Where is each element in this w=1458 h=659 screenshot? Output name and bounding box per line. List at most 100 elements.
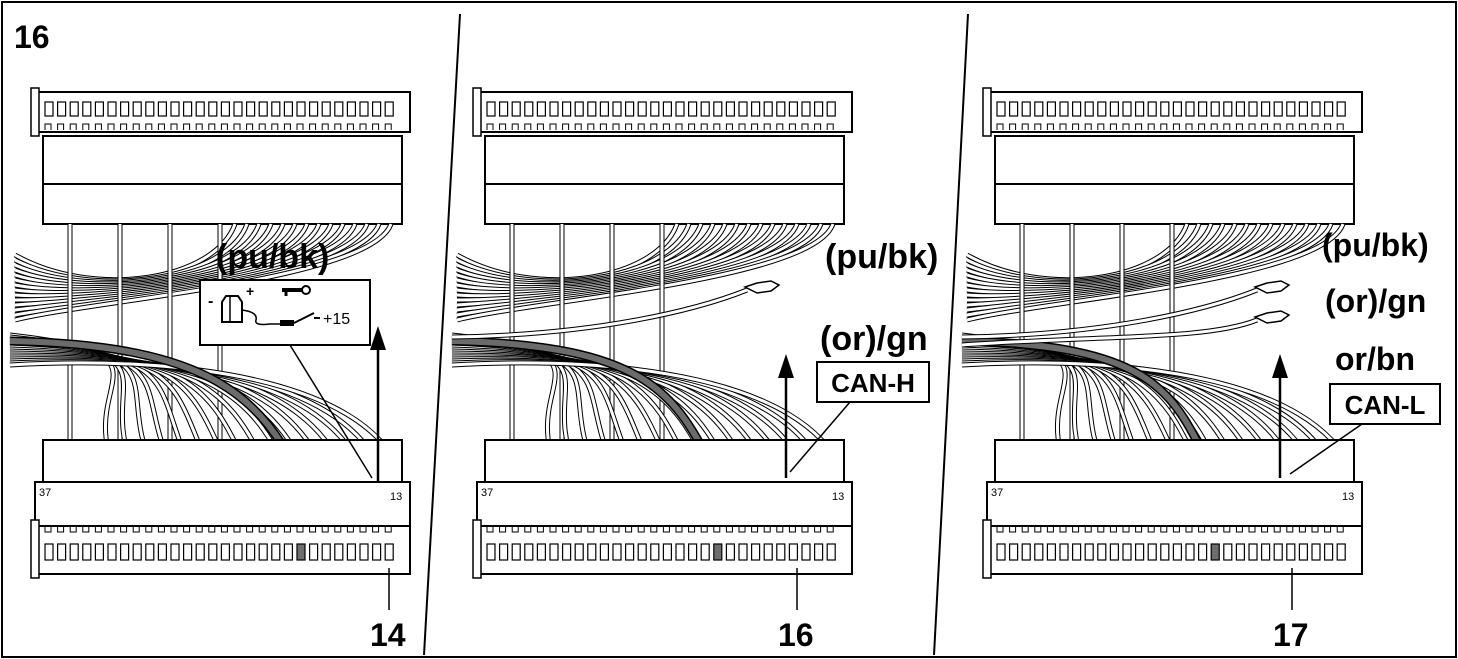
pin-slot [334, 101, 344, 117]
wire-core [451, 361, 844, 471]
pin-tab [384, 123, 392, 130]
pin-tab [246, 123, 254, 130]
pin-slot [574, 101, 584, 117]
pin-slot [1323, 101, 1334, 117]
terminal-crimp [1253, 280, 1291, 294]
pin-slot [44, 101, 54, 117]
connector-base [994, 183, 1355, 225]
pin-slot [372, 101, 382, 117]
pin-slot [69, 101, 79, 117]
pin-slot [271, 101, 281, 117]
pin-tab [536, 123, 544, 130]
pin-tab [763, 123, 771, 130]
pin-slot [1273, 101, 1283, 117]
pin-tab [1185, 526, 1193, 533]
pin-slot [499, 101, 509, 117]
pin-tab [725, 526, 733, 533]
pin-tab [346, 526, 354, 533]
pin-tab [1097, 526, 1105, 533]
pin-slot [801, 543, 811, 561]
pin-slot [725, 101, 736, 117]
pin-slot [157, 543, 167, 561]
pin-tab [713, 123, 721, 130]
pin-slot [713, 101, 723, 117]
pin-slot [195, 101, 205, 117]
wire-label-pu-bk: (pu/bk) [1322, 227, 1429, 263]
panel-annotations: (pu/bk) (or)/gn or/bn CAN-L 17 [1272, 227, 1441, 653]
pin-range-start: 37 [991, 487, 1003, 499]
pin-tab [132, 526, 140, 533]
pin-slot [524, 543, 534, 561]
pin-tab [599, 123, 607, 130]
pin-slot [119, 543, 130, 561]
pin-slot [1172, 543, 1183, 561]
connector-body [42, 135, 403, 185]
pin-tab [675, 526, 683, 533]
pin-tab [562, 123, 570, 130]
pin-tab [195, 123, 203, 130]
pin-tab [725, 123, 733, 130]
wire-core [456, 223, 835, 322]
pin-slot [1197, 543, 1208, 561]
pin-tab [1248, 526, 1256, 533]
pin-slot [1260, 543, 1271, 561]
pin-slot [788, 101, 799, 117]
terminal-crimp [743, 280, 781, 294]
pin-slot [561, 543, 572, 561]
pin-slot [1336, 543, 1346, 561]
housing-latch [30, 87, 40, 137]
wire-label-pu-bk: (pu/bk) [825, 238, 938, 276]
pin-slot [107, 101, 117, 117]
pin-tab [44, 123, 52, 130]
can-h-box [816, 361, 930, 403]
pin-tab [688, 123, 696, 130]
svg-text:-: - [208, 293, 213, 310]
pin-tab [1172, 526, 1180, 533]
pin-tab [1311, 526, 1319, 533]
housing-latch [30, 519, 40, 579]
pin-tab [1298, 123, 1306, 130]
pin-slot [1147, 543, 1157, 561]
pin-tab [801, 526, 809, 533]
pin-tab [372, 526, 380, 533]
pin-tab [309, 526, 317, 533]
pin-tab [233, 526, 241, 533]
pin-tab [170, 123, 178, 130]
pin-tab [195, 526, 203, 533]
pin-slot [309, 101, 319, 117]
pin-tab [220, 123, 228, 130]
pin-tab [1248, 123, 1256, 130]
wire-label-or-gn: (or)/gn [820, 320, 928, 358]
pin-slot [587, 543, 597, 561]
pin-slot [1021, 543, 1031, 561]
pin-tab [1198, 123, 1206, 130]
wire-core [961, 361, 1354, 471]
pin-slot [170, 101, 180, 117]
pin-slot [183, 543, 193, 561]
pin-tab [700, 123, 708, 130]
pin-tab [69, 123, 77, 130]
pin-slot [145, 543, 155, 561]
pin-slot [763, 101, 773, 117]
pin-tab [826, 526, 834, 533]
pin-tab [1072, 123, 1080, 130]
pin-tab [788, 526, 796, 533]
pin-slot [1223, 543, 1233, 561]
pin-slot [637, 543, 647, 561]
pin-slot [1185, 543, 1195, 561]
pin-range-end: 13 [390, 491, 402, 503]
removed-wire-core [961, 318, 1258, 347]
pin-tab [1059, 123, 1067, 130]
connector-body [994, 135, 1355, 185]
pin-slot [82, 101, 92, 117]
leader-line [289, 344, 373, 479]
pin-tab [996, 123, 1004, 130]
pin-tab [1298, 526, 1306, 533]
pin-slot [208, 101, 218, 117]
pin-tab [157, 123, 165, 130]
pin-slot [511, 543, 521, 561]
highlighted-pin [713, 543, 723, 561]
pin-tab [574, 526, 582, 533]
pin-slot [511, 101, 521, 117]
